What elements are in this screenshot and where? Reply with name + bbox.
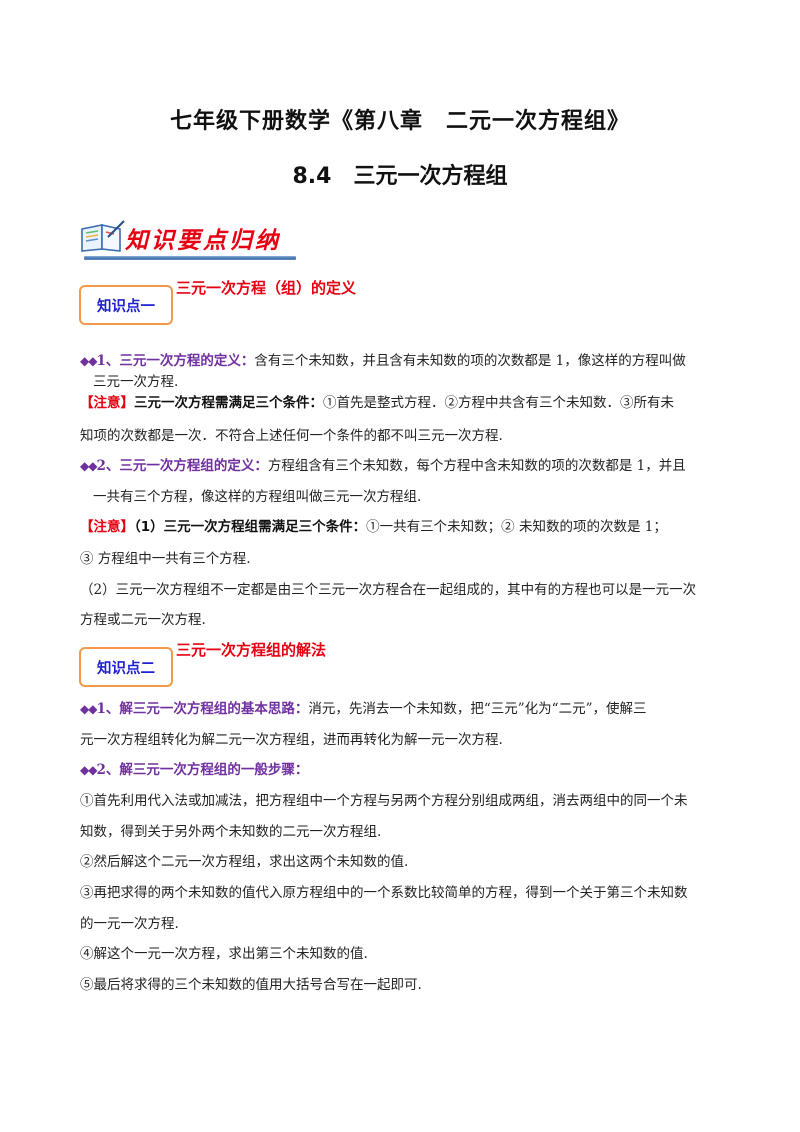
open-book-pen-icon xyxy=(81,220,125,252)
kp2-step-line: ③再把求得的两个未知数的值代入原方程组中的一个系数比较简单的方程，得到一个关于第… xyxy=(80,885,688,901)
kp2-line-2: 元一次方程组转化为解二元一次方程组，进而再转化为解一元一次方程. xyxy=(80,732,503,748)
section-number: 8.4 xyxy=(292,164,332,189)
knowledge-point-badge-2: 知识点二 xyxy=(79,647,173,687)
kp1-note-2: 【注意】（1）三元一次方程组需满足三个条件：①一共有三个未知数；② 未知数的项的… xyxy=(80,519,667,535)
kp1-system-definition-lead: 2、三元一次方程组的定义： xyxy=(96,458,268,474)
kp2-step-line: ⑤最后将求得的三个未知数的值用大括号合写在一起即可. xyxy=(80,977,422,993)
kp1-line-5: ◆◆2、三元一次方程组的定义：方程组含有三个未知数，每个方程中含未知数的项的次数… xyxy=(80,458,686,474)
kp1-note-1: 【注意】三元一次方程需满足三个条件：①首先是整式方程．②方程中共含有三个未知数．… xyxy=(80,395,674,411)
knowledge-point-badge-1: 知识点一 xyxy=(79,285,173,325)
kp1-line-8: ③ 方程组中一共有三个方程. xyxy=(80,551,251,567)
note-tag: 【注意】 xyxy=(80,519,134,535)
knowledge-summary-banner: 知识要点归纳 xyxy=(80,217,296,261)
diamond-bullet-icon: ◆◆ xyxy=(80,354,97,368)
kp2-step-line: ②然后解这个二元一次方程组，求出这两个未知数的值. xyxy=(80,854,409,870)
kp2-step-line: 的一元一次方程. xyxy=(80,916,179,932)
kp2-approach-lead: 1、解三元一次方程组的基本思路： xyxy=(96,701,309,717)
kp1-line-6: 一共有三个方程，像这样的方程组叫做三元一次方程组. xyxy=(93,489,422,505)
diamond-bullet-icon: ◆◆ xyxy=(80,763,97,777)
document-title: 七年级下册数学《第八章 二元一次方程组》 xyxy=(169,109,630,134)
section-heading: 8.4 三元一次方程组 xyxy=(0,158,800,190)
knowledge-point-title-2: 三元一次方程组的解法 xyxy=(176,641,327,659)
note-tag: 【注意】 xyxy=(80,395,134,411)
section-title: 三元一次方程组 xyxy=(353,164,508,189)
kp2-step-line: ①首先利用代入法或加减法，把方程组中一个方程与另两个方程分别组成两组，消去两组中… xyxy=(80,793,688,809)
kp2-line-3: ◆◆2、解三元一次方程组的一般步骤： xyxy=(80,761,730,779)
kp1-line-1: ◆◆1、三元一次方程的定义：含有三个未知数，并且含有未知数的项的次数都是 1，像… xyxy=(80,353,686,369)
kp2-step-line: ④解这个一元一次方程，求出第三个未知数的值. xyxy=(80,946,368,962)
kp2-line-1: ◆◆1、解三元一次方程组的基本思路：消元，先消去一个未知数，把“三元”化为“二元… xyxy=(80,701,647,717)
kp1-definition-lead: 1、三元一次方程的定义： xyxy=(96,353,255,369)
kp1-line-2: 三元一次方程. xyxy=(93,374,179,390)
kp2-steps-lead: 2、解三元一次方程组的一般步骤： xyxy=(96,762,309,778)
diamond-bullet-icon: ◆◆ xyxy=(80,459,97,473)
banner-underline xyxy=(84,256,296,260)
banner-label: 知识要点归纳 xyxy=(125,227,281,254)
knowledge-point-title-1: 三元一次方程（组）的定义 xyxy=(176,279,357,297)
kp2-step-line: 知数，得到关于另外两个未知数的二元一次方程组. xyxy=(80,824,382,840)
kp1-line-4: 知项的次数都是一次．不符合上述任何一个条件的都不叫三元一次方程. xyxy=(80,428,503,444)
kp1-line-9: （2）三元一次方程组不一定都是由三个三元一次方程合在一起组成的，其中有的方程也可… xyxy=(80,582,697,598)
diamond-bullet-icon: ◆◆ xyxy=(80,702,97,716)
kp1-line-10: 方程或二元一次方程. xyxy=(80,612,206,628)
